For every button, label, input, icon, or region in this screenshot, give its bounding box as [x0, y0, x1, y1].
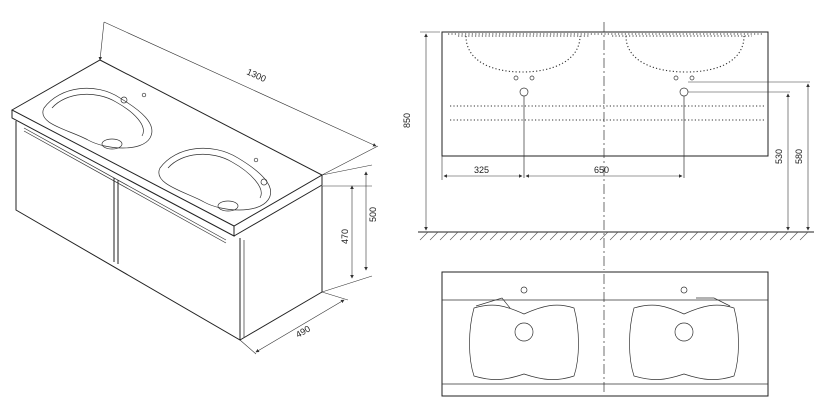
top-right-basin: [629, 304, 739, 380]
countertop-side-edge: [233, 175, 323, 237]
waste-height-2-label: 580: [794, 149, 804, 164]
top-left-tap-hole: [520, 286, 528, 294]
floor-hatching: [419, 231, 809, 241]
tap-spacing-label: 650: [594, 165, 609, 175]
front-elevation: 325 650 850 530 580: [402, 22, 814, 270]
overall-height-label: 850: [402, 113, 412, 128]
width-label: 1300: [245, 67, 267, 84]
left-tap-hole: [120, 96, 128, 104]
countertop-front-edge: [11, 110, 235, 237]
left-basin-hidden: [458, 35, 590, 73]
elevation-outline: [441, 31, 769, 157]
height-body-label: 470: [340, 229, 350, 244]
depth-dim-line: [255, 299, 345, 353]
top-left-drain: [514, 322, 534, 342]
top-right-drain: [674, 322, 694, 342]
height-total-label: 500: [368, 207, 378, 222]
waste-height-1-label: 530: [774, 149, 784, 164]
right-basin-hidden: [612, 35, 752, 73]
left-basin: [42, 87, 153, 149]
tap-offset-label: 325: [474, 165, 489, 175]
drawer-divider: [113, 178, 119, 264]
left-waste-hole: [519, 87, 529, 97]
right-drain: [217, 200, 239, 212]
cabinet-front: [15, 121, 241, 341]
right-waste-hole: [679, 87, 689, 97]
top-left-basin: [469, 304, 579, 380]
right-tap-hole: [260, 178, 268, 186]
isometric-view: 1300 470 500 490: [10, 21, 378, 355]
top-right-tap-hole: [680, 286, 688, 294]
top-view: [441, 271, 769, 397]
width-dim-line: [100, 21, 378, 176]
handle-groove: [23, 127, 227, 244]
depth-label: 490: [294, 324, 312, 340]
top-view-outline: [441, 271, 769, 397]
